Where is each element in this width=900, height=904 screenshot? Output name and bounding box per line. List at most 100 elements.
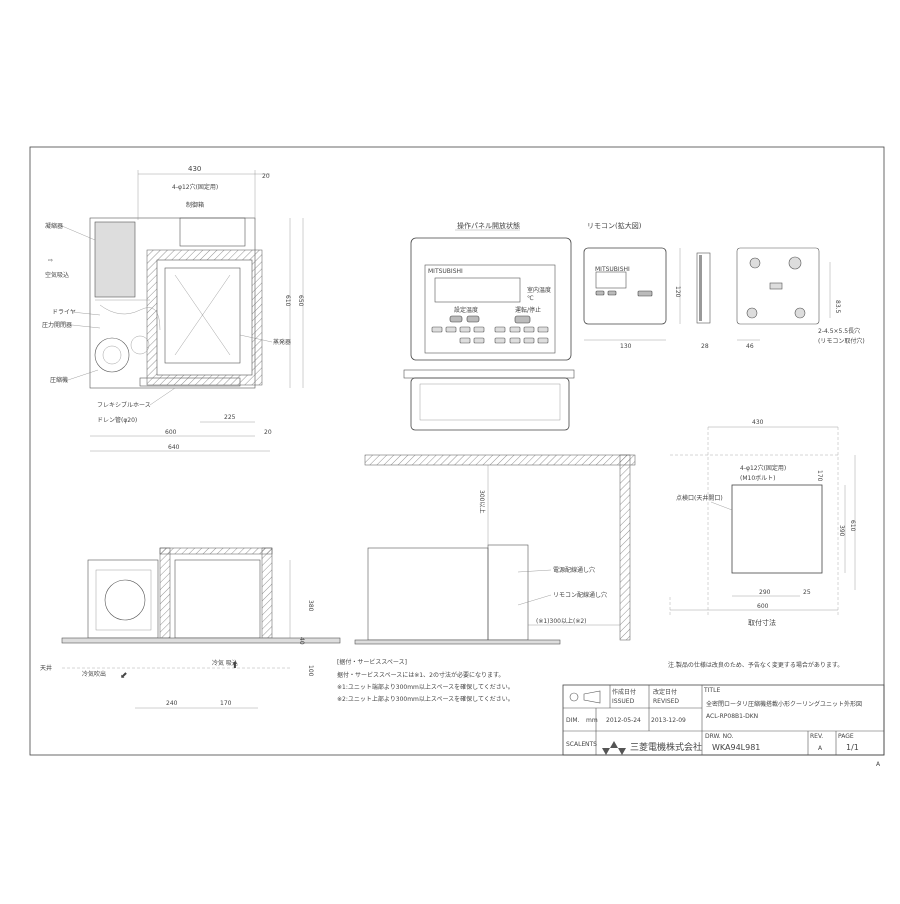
note-line1: [据付・サービススペース]: [337, 658, 407, 666]
panel-set-temp: 設定温度: [454, 306, 478, 314]
panel-room-temp: 室内温度: [527, 286, 551, 294]
label-evaporator: 蒸発器: [273, 338, 291, 346]
panel-down-button[interactable]: [466, 315, 480, 323]
remote-dim-83-5: 83.5: [834, 300, 841, 314]
dim-unit: mm: [586, 717, 598, 724]
mitsubishi-logo-icon: [602, 741, 626, 755]
intake-arrow-icon: ⬆: [231, 661, 239, 671]
front-dim-240: 240: [166, 700, 178, 707]
note-line3: ※1:ユニット端部より300mm以上スペースを確保してください。: [337, 683, 514, 691]
plan-view: 430 20 4-φ12穴(固定用) 制御箱 凝縮器 ⇨ 空気吸込 ドライヤ 圧…: [42, 165, 304, 452]
panel-unit-c: ℃: [527, 295, 534, 302]
revised-label-en: REVISED: [653, 698, 679, 705]
company-name: 三菱電機株式会社: [630, 741, 702, 753]
projection-symbol-icon: [569, 692, 579, 702]
plan-dim-225: 225: [224, 414, 236, 421]
front-dim-380: 380: [307, 600, 314, 612]
install-title: 取付寸法: [748, 618, 776, 627]
install-holes: 4-φ12穴(固定用): [740, 464, 786, 472]
scale-value: NTS: [585, 741, 597, 748]
rev-label: REV.: [810, 733, 823, 740]
title-line2: ACL-RP08B1-DKN: [706, 713, 758, 720]
note-disclaimer: 注.製品の仕様は改良のため、予告なく変更する場合があります。: [668, 661, 843, 669]
label-exhaust: 冷気吹出: [82, 670, 106, 678]
install-view: 430 4-φ12穴(固定用) (M10ボルト) 点検口(天井開口) 170 3…: [669, 419, 856, 627]
install-dim-170: 170: [816, 470, 823, 482]
plan-dim-650: 650: [297, 295, 304, 307]
front-dim-170: 170: [220, 700, 232, 707]
corner-rev: A: [876, 761, 881, 768]
remote-brand: MITSUBISHI: [595, 266, 630, 273]
install-dim-610: 610: [849, 520, 856, 532]
title-line1: 全密閉ロータリ圧縮機搭載小形クーリングユニット外形図: [706, 700, 862, 708]
remote-dim-28: 28: [701, 343, 709, 350]
page-label: PAGE: [838, 733, 854, 740]
label-remote-hole: リモコン配線通し穴: [553, 591, 607, 599]
rev-value: A: [818, 745, 823, 752]
dim-label: DIM.: [566, 717, 580, 724]
drw-no: WKA94L981: [712, 743, 760, 752]
note-line2: 据付・サービススペースには※1、2の寸法が必要になります。: [337, 671, 504, 679]
install-holes2: (M10ボルト): [740, 474, 776, 482]
drawing-border: [29, 146, 885, 756]
arrow-icon: ⇨: [48, 257, 53, 264]
label-pressure-switch: 圧力開閉器: [42, 321, 72, 329]
label-dryer: ドライヤ: [52, 309, 76, 316]
remote-dim-46: 46: [746, 343, 754, 350]
install-dim-25: 25: [803, 589, 811, 596]
label-ceiling: 天井: [40, 664, 52, 672]
page-value: 1/1: [846, 743, 859, 752]
side-note1: (※1)300以上(※2): [536, 617, 587, 625]
remote-hole-note: 2-4.5×5.5長穴: [818, 327, 860, 335]
label-drain: ドレン管(φ20): [97, 416, 137, 424]
plan-dim-430: 430: [188, 165, 201, 173]
install-dim-430: 430: [752, 419, 764, 426]
remote-view: リモコン(拡大図) MITSUBISHI 130 120 28 83.5 46 …: [583, 221, 865, 350]
panel-op: 運転/停止: [515, 306, 541, 314]
remote-view-title: リモコン(拡大図): [587, 221, 642, 230]
plan-dim-640: 640: [168, 444, 180, 451]
scale-label: SCALE: [566, 741, 585, 748]
issued-date: 2012-05-24: [606, 717, 641, 724]
remote-dim-130: 130: [620, 343, 632, 350]
remote-dim-120: 120: [674, 286, 681, 298]
label-power-hole: 電源配線通し穴: [553, 566, 595, 574]
title-label: TITLE: [703, 687, 720, 694]
label-flexible-pipe: フレキシブルホース: [97, 401, 151, 409]
issued-label-en: ISSUED: [612, 698, 635, 705]
install-dim-290: 290: [759, 589, 771, 596]
label-condenser: 凝縮器: [45, 222, 63, 230]
panel-view-title: 操作パネル開放状態: [457, 221, 520, 230]
front-view: 380 40 100 天井 ⬋ 冷気吹出 冷気 吸込 ⬆ 240 170: [40, 547, 341, 709]
install-dim-390: 390: [838, 525, 845, 537]
plan-dim-20-top: 20: [262, 173, 270, 180]
plan-dim-600: 600: [165, 429, 177, 436]
exhaust-arrow-icon: ⬋: [120, 671, 128, 681]
side-view: 300以上 電源配線通し穴 リモコン配線通し穴 (※1)300以上(※2): [354, 454, 636, 645]
panel-onoff-button[interactable]: [514, 315, 531, 324]
panel-view: 操作パネル開放状態 MITSUBISHI 室内温度 ℃ 設定温度 運転/停止: [403, 221, 575, 431]
label-control-box: 制御箱: [186, 201, 204, 209]
revised-date: 2013-12-09: [651, 717, 686, 724]
note-line4: ※2:ユニット上部より300mm以上スペースを確保してください。: [337, 695, 514, 703]
title-block: 作成日付 ISSUED 改定日付 REVISED DIM. mm 2012-05…: [562, 684, 885, 768]
panel-up-button[interactable]: [449, 315, 463, 323]
label-intake: 冷気 吸込: [212, 659, 238, 667]
notes: [据付・サービススペース] 据付・サービススペースには※1、2の寸法が必要になり…: [337, 658, 843, 703]
plan-dim-20-right: 20: [264, 429, 272, 436]
install-opening: 点検口(天井開口): [676, 494, 723, 502]
install-dim-600: 600: [757, 603, 769, 610]
side-dim-300: 300以上: [478, 490, 486, 513]
plan-dim-610: 610: [284, 295, 291, 307]
front-dim-100: 100: [307, 665, 314, 677]
plan-dim-mount-holes: 4-φ12穴(固定用): [172, 183, 218, 191]
label-compressor: 圧縮機: [50, 376, 68, 384]
drw-label: DRW. NO.: [705, 733, 734, 740]
label-air-intake: 空気吸込: [45, 271, 69, 279]
remote-hole-note2: (リモコン取付穴): [818, 337, 865, 345]
front-dim-40: 40: [298, 637, 305, 645]
revised-label: 改定日付: [653, 688, 677, 696]
issued-label: 作成日付: [612, 688, 636, 696]
